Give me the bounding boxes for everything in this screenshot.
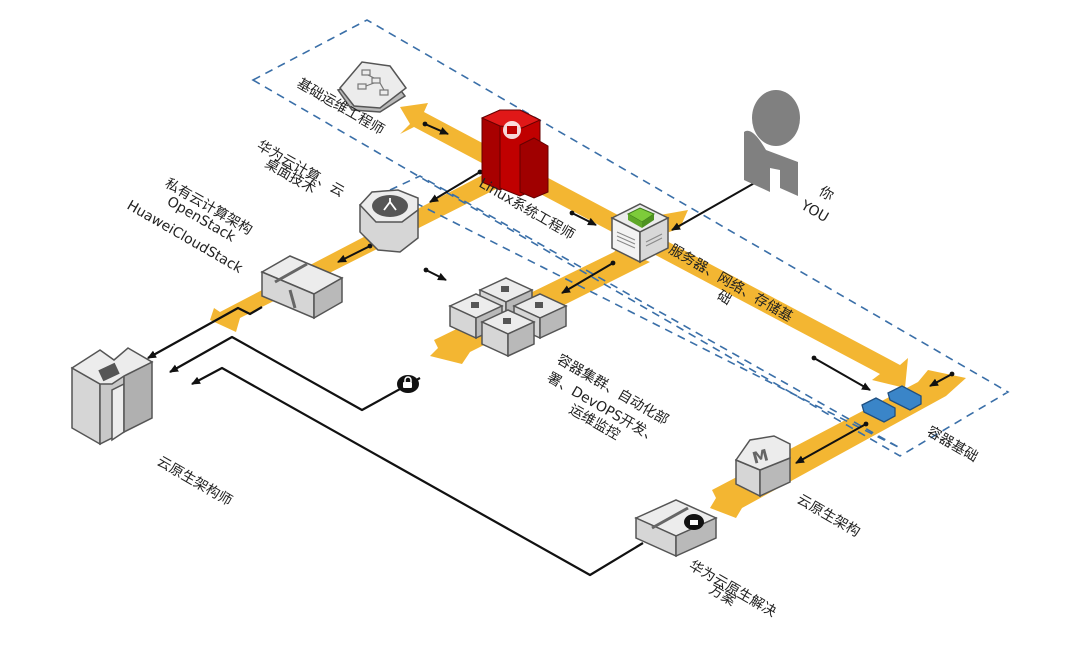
arrow-ops-to-linux <box>422 121 449 135</box>
arrow-linux-to-server <box>569 210 597 226</box>
arrow-you-to-server <box>671 178 761 231</box>
label-huawei-cloud-native-1: 华为云原生解决 <box>686 558 779 621</box>
dashed-boundary-lower <box>388 175 901 449</box>
cube-cluster-icon <box>448 277 568 358</box>
arrow-containers-to-m <box>795 421 869 464</box>
svg-text:M: M <box>750 445 770 467</box>
arrow-server-to-cluster <box>561 260 616 294</box>
red-server-cluster-icon <box>480 109 549 199</box>
label-cloud-native-arch: 云原生架构 <box>794 492 863 541</box>
dashed-boundary-upper <box>251 19 1010 457</box>
m-hexagon-icon: M <box>734 435 791 498</box>
arrow-linux-to-desktop <box>429 169 483 203</box>
label-you-cn: 你 <box>816 184 836 205</box>
person-icon <box>744 90 800 196</box>
arrow-right-to-containers <box>929 371 955 387</box>
label-server-infra-2: 础 <box>714 288 734 309</box>
split-box-icon <box>260 255 344 320</box>
lock-icon <box>397 375 419 393</box>
connector-huawei-to-architect <box>191 366 644 577</box>
connector-lock-to-architect <box>169 335 421 412</box>
container-chips-icon <box>861 385 922 423</box>
open-box-icon <box>70 347 154 446</box>
flowchart-keycap-icon <box>336 61 408 113</box>
lock-box-icon <box>634 499 718 558</box>
server-box-icon <box>610 203 670 264</box>
connector-private-to-architect <box>147 306 263 359</box>
arrow-middle <box>423 267 447 281</box>
label-container-basics: 容器基础 <box>924 423 981 466</box>
arrow-server-to-containers <box>811 355 871 391</box>
label-server-infra-1: 服务器、网络、存储基 <box>666 241 796 326</box>
label-cloud-native-architect: 云原生架构师 <box>154 454 235 510</box>
octagon-hub-icon <box>358 189 419 253</box>
arrow-desktop-to-private <box>337 243 373 263</box>
